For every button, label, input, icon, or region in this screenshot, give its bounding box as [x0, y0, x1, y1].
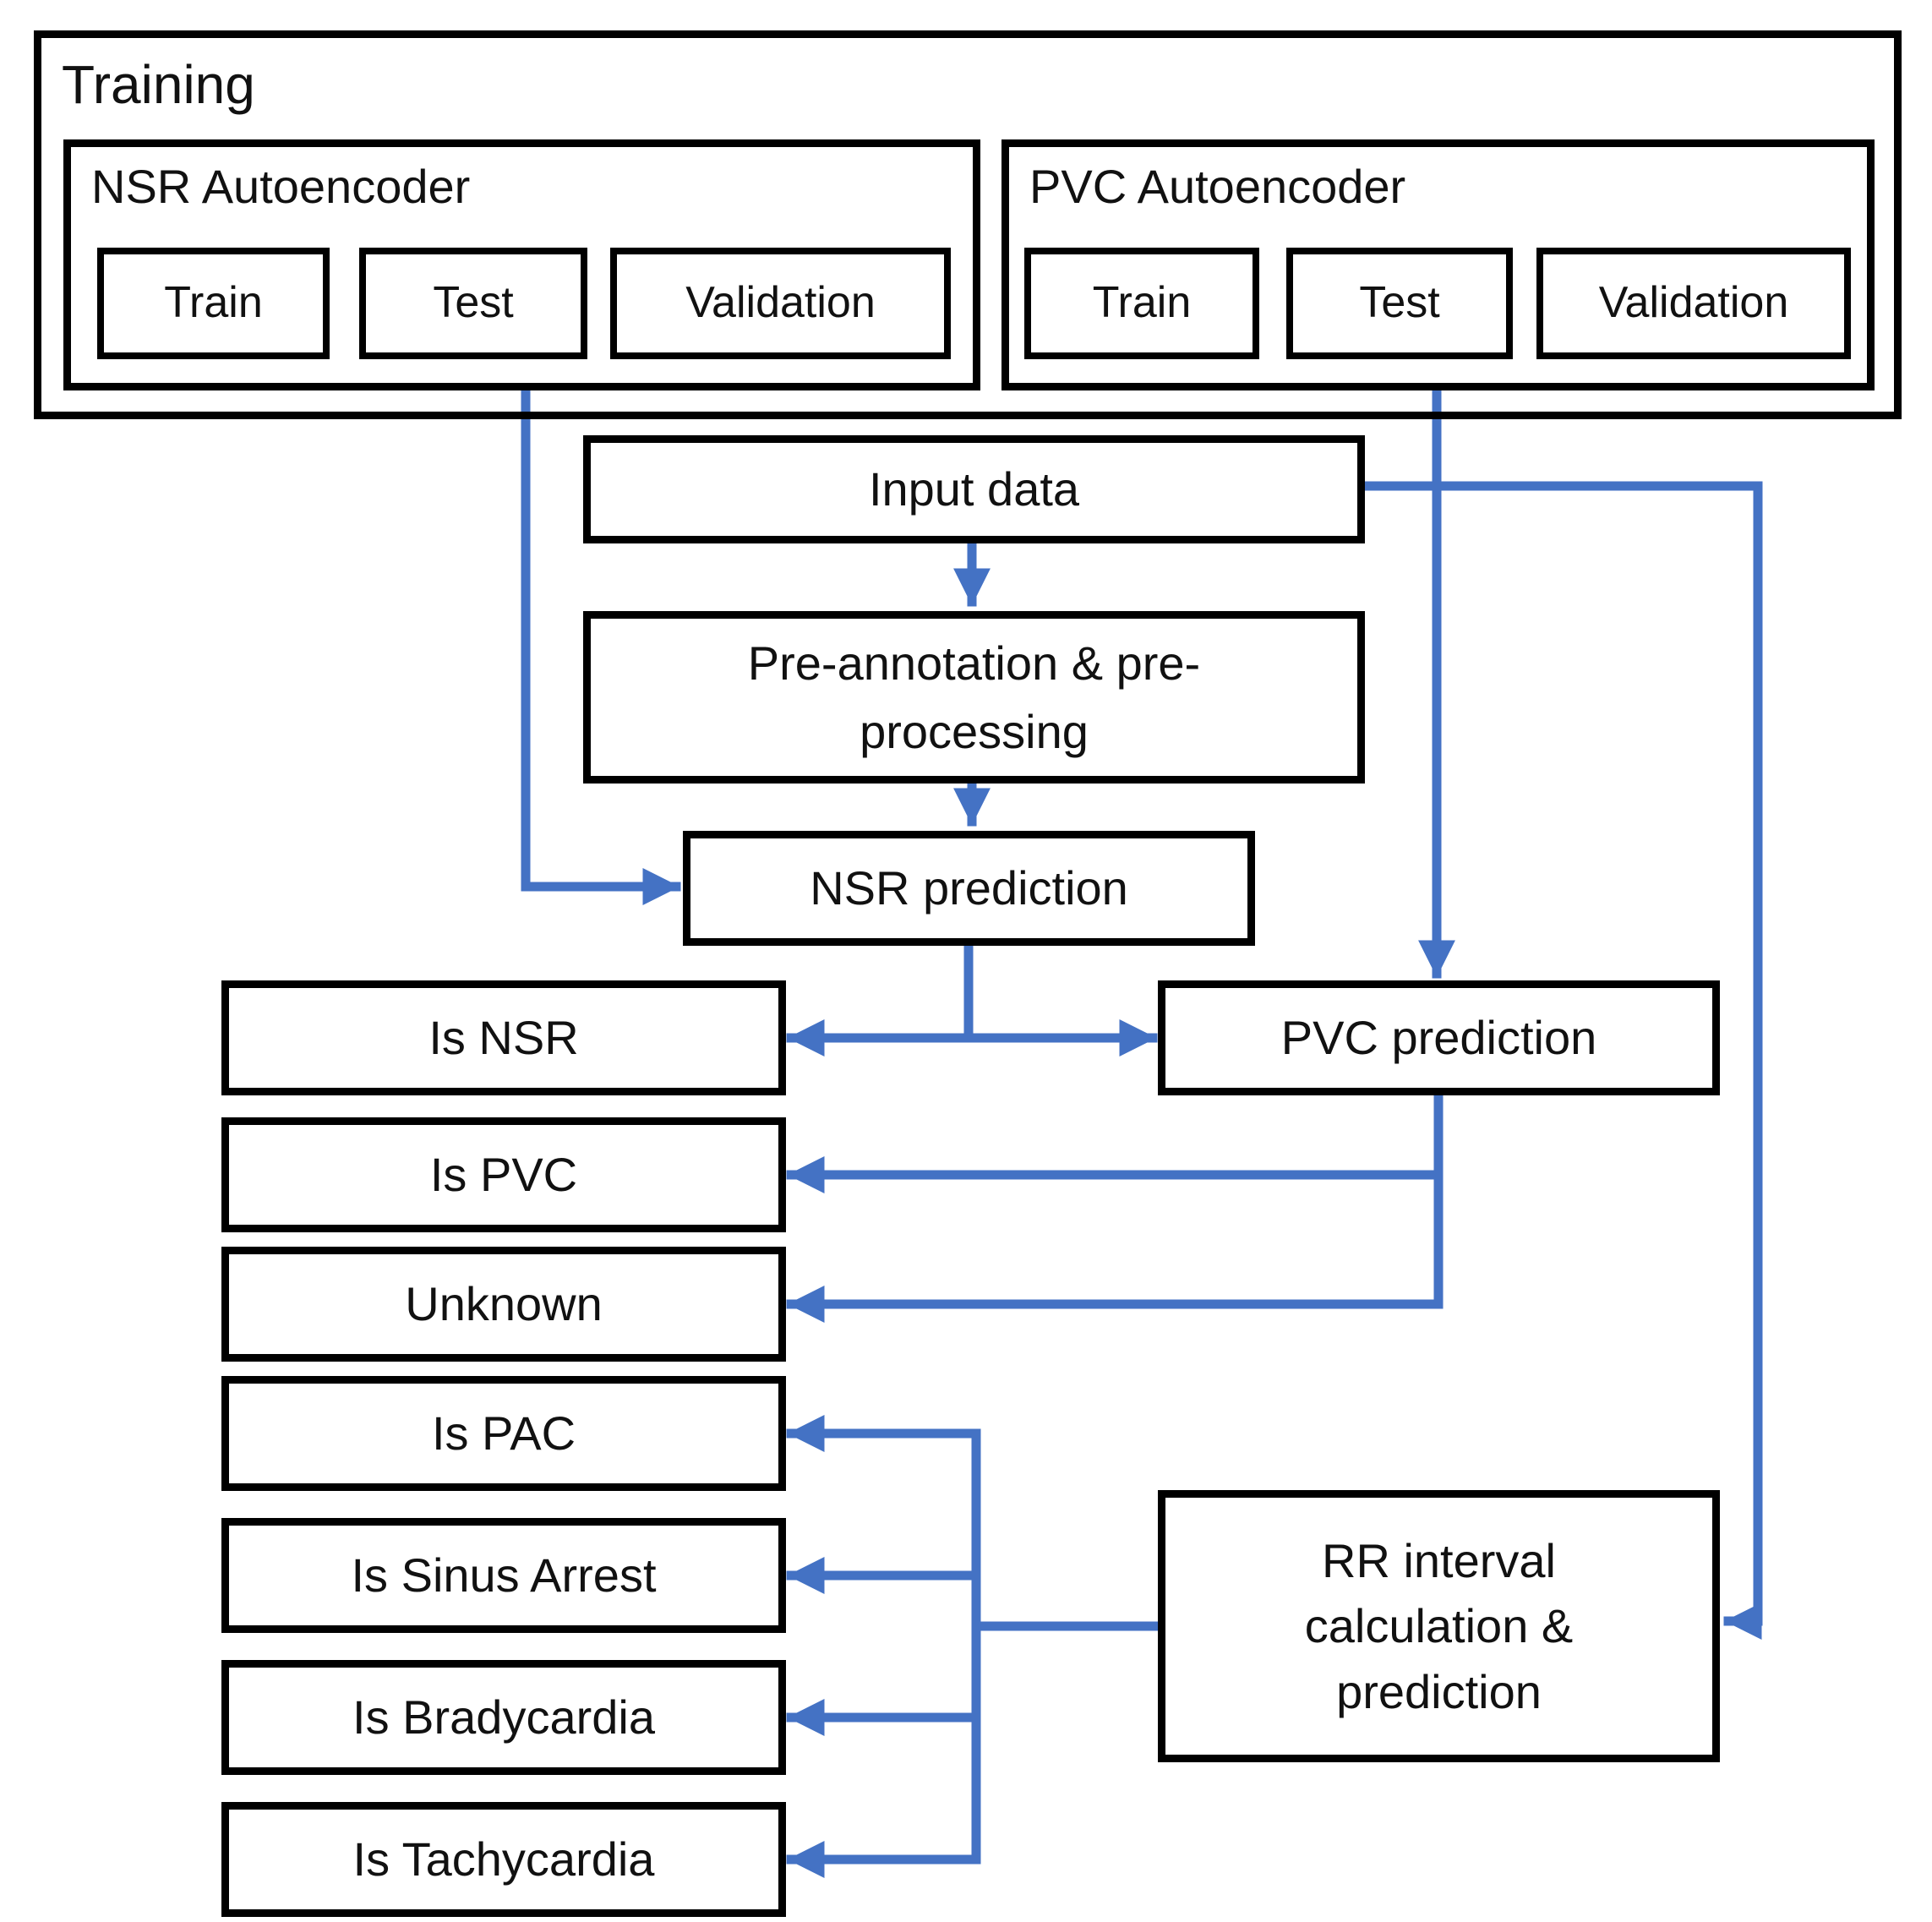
connector-input-to-rr-interval [1357, 481, 1763, 1640]
nsr-autoencoder-label: NSR Autoencoder [91, 160, 471, 213]
is-tachycardia-label: Is Tachycardia [352, 1832, 655, 1887]
pvc-test-label: Test [1359, 278, 1440, 328]
pvc-autoencoder-label: PVC Autoencoder [1029, 160, 1406, 213]
nsr-train-label: Train [164, 278, 263, 328]
is-pac-label: Is PAC [431, 1406, 576, 1461]
pvc-validation-box: Validation [1536, 248, 1851, 359]
connector-pvc-prediction-to-unknown [786, 1088, 1444, 1323]
connector-nsr-autoencoder-to-nsr-prediction [521, 377, 681, 905]
is-sinus-arrest-label: Is Sinus Arrest [351, 1548, 657, 1603]
input-data-label: Input data [868, 462, 1080, 516]
is-nsr-box: Is NSR [221, 980, 786, 1095]
training-label: Training [62, 54, 255, 115]
is-sinus-arrest-box: Is Sinus Arrest [221, 1518, 786, 1633]
nsr-test-label: Test [433, 278, 514, 328]
input-data-box: Input data [583, 435, 1365, 543]
unknown-label: Unknown [405, 1277, 603, 1331]
nsr-train-box: Train [97, 248, 330, 359]
is-bradycardia-box: Is Bradycardia [221, 1660, 786, 1775]
is-nsr-label: Is NSR [428, 1011, 579, 1065]
pvc-test-box: Test [1286, 248, 1513, 359]
nsr-prediction-box: NSR prediction [683, 831, 1255, 946]
pvc-prediction-box: PVC prediction [1158, 980, 1720, 1095]
pvc-train-box: Train [1024, 248, 1259, 359]
pvc-prediction-label: PVC prediction [1280, 1011, 1597, 1065]
pvc-validation-label: Validation [1598, 278, 1789, 328]
is-tachycardia-box: Is Tachycardia [221, 1802, 786, 1917]
nsr-validation-label: Validation [685, 278, 876, 328]
pre-annotation-box: Pre-annotation & pre- processing [583, 611, 1365, 784]
training-frame: Training [34, 30, 1902, 419]
unknown-box: Unknown [221, 1247, 786, 1362]
pre-annotation-label: Pre-annotation & pre- processing [747, 636, 1201, 758]
nsr-validation-box: Validation [610, 248, 951, 359]
rr-interval-box: RR interval calculation & prediction [1158, 1490, 1720, 1762]
is-pac-box: Is PAC [221, 1376, 786, 1491]
is-bradycardia-label: Is Bradycardia [352, 1690, 655, 1745]
nsr-prediction-label: NSR prediction [810, 861, 1128, 915]
is-pvc-box: Is PVC [221, 1117, 786, 1232]
is-pvc-label: Is PVC [429, 1148, 578, 1202]
rr-interval-label: RR interval calculation & prediction [1304, 1534, 1574, 1718]
nsr-test-box: Test [359, 248, 587, 359]
pvc-train-label: Train [1092, 278, 1192, 328]
